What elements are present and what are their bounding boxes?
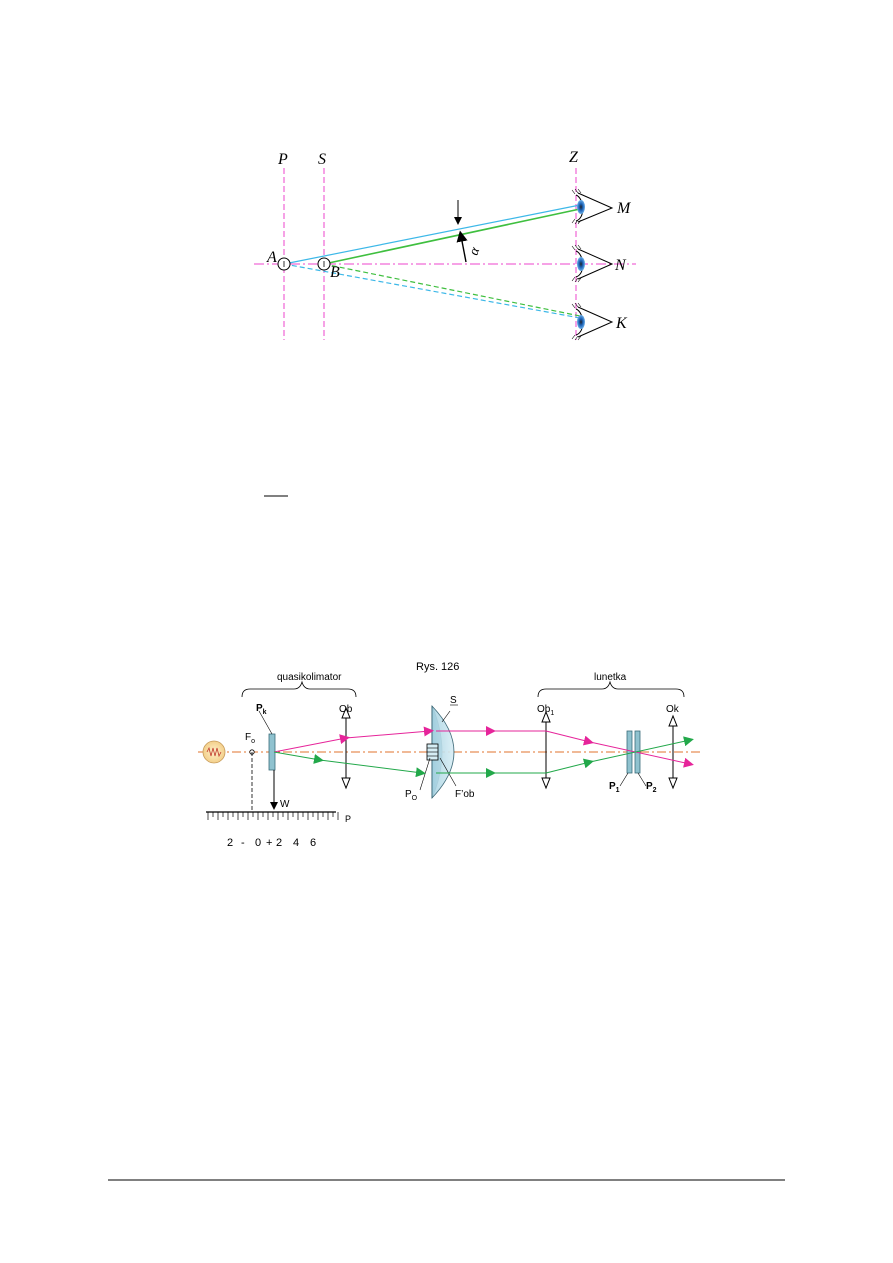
- ray-green-1: [273, 751, 324, 764]
- eye-k-label: K: [615, 315, 628, 332]
- pk-leader: [258, 710, 273, 735]
- lens-ok: [668, 714, 678, 790]
- figure-caption: Rys. 126: [416, 661, 459, 673]
- plane-p-label: P: [277, 151, 288, 168]
- scale-label: +: [266, 837, 272, 849]
- ray-pink-6: [589, 741, 694, 768]
- label-ob: Ob: [339, 704, 353, 715]
- label-p-scale: P: [345, 814, 351, 824]
- scale-p: [206, 811, 339, 820]
- p2-leader: [637, 772, 647, 787]
- plane-s-label: S: [318, 151, 326, 168]
- scale-numbers: 2 - 0 + 2 4 6: [227, 837, 316, 849]
- label-p1: P1: [609, 781, 620, 794]
- collimator-diagram: Rys. 126 quasikolimator lunetka Fo Pk Ob…: [198, 661, 700, 849]
- eye-m-label: M: [616, 200, 632, 217]
- ray-pink-5: [545, 730, 594, 746]
- light-source-icon: [202, 740, 226, 764]
- lens-ob: [341, 706, 351, 790]
- label-quasikolimator: quasikolimator: [277, 672, 342, 683]
- point-b-label: B: [330, 264, 340, 281]
- label-fo: Fo: [245, 732, 255, 745]
- label-ok: Ok: [666, 704, 680, 715]
- eye-n-label: N: [614, 257, 627, 274]
- scale-label: -: [241, 837, 245, 849]
- label-s: S: [450, 695, 457, 706]
- test-lens-s: [426, 705, 455, 799]
- plate-p1: [626, 730, 633, 774]
- label-po: PO: [405, 789, 418, 802]
- angle-label: α: [467, 245, 484, 258]
- scale-label: 6: [310, 837, 316, 849]
- label-lunetka: lunetka: [594, 672, 627, 683]
- label-ob1: Ob1: [537, 704, 554, 717]
- p1-leader: [619, 772, 629, 787]
- angle-arrow-bottom: [456, 230, 468, 263]
- plane-z-label: Z: [569, 149, 579, 166]
- ray-green-5: [545, 758, 594, 774]
- fob-leader: [439, 757, 457, 787]
- ray-b-to-k: [323, 263, 581, 317]
- ray-pink-1: [273, 734, 350, 753]
- ray-pink-2: [345, 726, 434, 739]
- lens-ob1: [541, 710, 551, 790]
- brace-lunetka: [537, 680, 685, 698]
- eye-n: [571, 244, 614, 283]
- scale-label: 4: [293, 837, 299, 849]
- scale-label: 0: [255, 837, 261, 849]
- ray-green-2: [319, 759, 426, 778]
- parallax-diagram: α P S Z A B M N K: [254, 149, 636, 341]
- ray-green-6: [589, 736, 694, 763]
- s-leader: [441, 710, 451, 723]
- ray-a-to-m: [283, 204, 581, 265]
- po-leader: [419, 757, 431, 791]
- scale-label: 2: [276, 837, 282, 849]
- eye-k: [571, 302, 614, 341]
- brace-quasikolimator: [241, 680, 357, 698]
- ray-a-to-k: [283, 263, 581, 319]
- scale-label: 2: [227, 837, 233, 849]
- label-p2: P2: [646, 781, 657, 794]
- eye-m: [571, 188, 614, 225]
- label-pk: Pk: [256, 703, 267, 716]
- point-a-label: A: [266, 249, 277, 266]
- label-fob: F’ob: [455, 789, 475, 800]
- label-w: W: [280, 799, 290, 810]
- ray-b-to-m: [323, 208, 581, 265]
